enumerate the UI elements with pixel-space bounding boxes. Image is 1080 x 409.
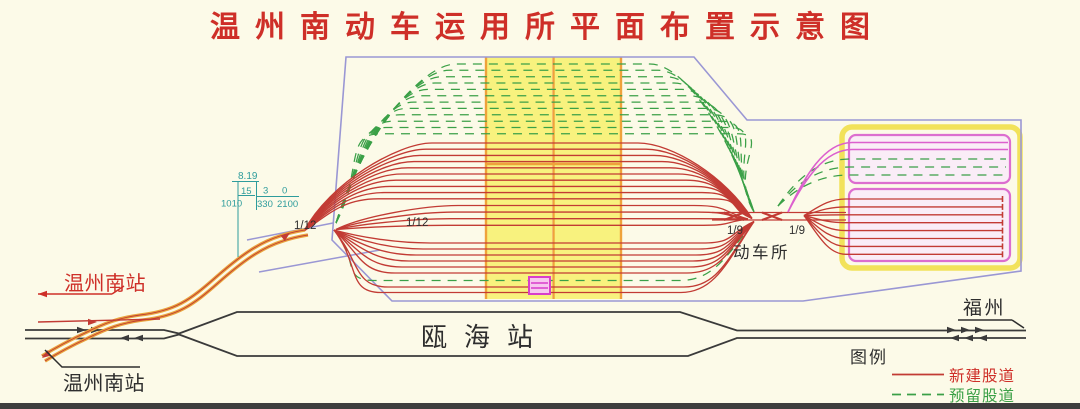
track	[335, 218, 749, 231]
track	[803, 214, 1002, 232]
length-3: 2100	[277, 199, 298, 210]
track	[303, 148, 753, 232]
track	[803, 206, 1002, 217]
wenzhou-south-label-red: 温州南站	[64, 272, 146, 295]
turnout-1-9-b: 1/9	[789, 225, 805, 237]
track	[333, 221, 755, 282]
track	[803, 215, 1002, 248]
gradient-elevation: 8.19	[238, 171, 258, 182]
bottom-border	[0, 403, 1080, 409]
track	[303, 160, 753, 232]
turnout-1-12-b: 1/12	[406, 217, 428, 229]
arrow-left-icon	[950, 334, 959, 342]
connection-line	[37, 318, 161, 323]
arrow-left-icon	[134, 334, 143, 342]
right-yard-buildings	[839, 124, 1023, 271]
track	[303, 198, 753, 232]
turnout-1-12-a: 1/12	[294, 220, 316, 232]
legend: 图例 新建股道 预留股道	[850, 348, 1015, 405]
arrow-left-icon	[120, 334, 129, 342]
wenzhou-south-black-leader	[44, 349, 140, 368]
shed-band-2	[554, 57, 622, 299]
track	[333, 220, 755, 256]
track	[777, 166, 1006, 207]
shed-band-1	[486, 57, 552, 299]
track	[303, 173, 753, 232]
ouhai-station-label: 瓯海站	[421, 322, 550, 352]
diagram-title: 温州南动车运用所平面布置示意图	[210, 11, 885, 44]
track	[335, 133, 755, 224]
track	[335, 107, 755, 224]
approach-track-1-core	[41, 229, 306, 357]
track	[335, 120, 755, 224]
grade-3: 0	[282, 186, 287, 197]
fuzhou-label: 福州	[963, 297, 1006, 319]
length-1: 1010	[221, 199, 242, 210]
legend-reserved-track-label: 预留股道	[949, 387, 1015, 405]
approach-track-2-core	[44, 234, 309, 362]
arrow-right-icon	[975, 326, 984, 334]
track-direction-arrow	[280, 232, 290, 241]
approach-track	[37, 228, 309, 363]
track-end-arrow	[42, 350, 52, 358]
track	[303, 179, 753, 232]
small-building	[528, 276, 551, 295]
legend-heading: 图例	[850, 348, 888, 367]
track	[803, 214, 1002, 240]
track	[761, 211, 783, 222]
grade-1: 15	[241, 186, 252, 197]
wenzhou-south-red-arrow	[38, 290, 47, 298]
track	[333, 221, 755, 274]
track	[333, 220, 755, 250]
track	[333, 220, 755, 244]
track	[803, 214, 1002, 217]
turnout-1-9-a: 1/9	[727, 225, 743, 237]
track	[335, 114, 755, 224]
arrow-right-icon	[961, 326, 970, 334]
track	[803, 198, 1002, 217]
track	[777, 174, 1006, 207]
track	[303, 142, 753, 232]
track	[723, 211, 745, 222]
gradient-table: 8.19 15 3 0 1010 330 2100	[221, 171, 299, 257]
right-yard-tracks	[777, 141, 1008, 258]
main-line-down	[25, 333, 1026, 357]
track	[333, 220, 755, 262]
depot-label: 动车所	[733, 243, 790, 262]
depot-shed-highlights	[484, 57, 623, 299]
track	[803, 214, 1002, 224]
labels: 温州南站 温州南站 瓯海站 福州 动车所 1/12 1/12 1/9 1/9	[38, 217, 1025, 395]
track	[303, 154, 753, 232]
storage-tracks-upper	[303, 142, 753, 232]
small-building-box	[528, 276, 551, 295]
track	[787, 148, 1008, 213]
track	[803, 215, 1002, 255]
track	[335, 101, 755, 224]
shed-column-lines	[484, 57, 623, 299]
legend-new-track-label: 新建股道	[949, 367, 1015, 385]
main-line-up	[25, 311, 1026, 335]
gradient-table-lines	[232, 181, 299, 257]
fuzhou-leader	[958, 319, 1025, 329]
arrow-right-icon	[947, 326, 956, 334]
track	[335, 69, 755, 224]
right-yard-lower-hall	[847, 187, 1012, 263]
boundary-polygon	[331, 56, 1022, 302]
arrow-left-icon	[964, 334, 973, 342]
length-2: 330	[257, 199, 273, 210]
red-arrow-right	[88, 318, 97, 326]
track	[335, 218, 749, 231]
arrow-right-icon	[77, 326, 86, 334]
right-yard-outline	[839, 124, 1023, 271]
wenzhou-south-red-leader	[38, 285, 125, 295]
track	[303, 167, 753, 232]
track	[333, 221, 755, 268]
track	[335, 204, 749, 231]
approach-track-2	[44, 233, 309, 363]
arrow-left-icon	[978, 334, 987, 342]
small-building-lines	[531, 282, 548, 289]
wenzhou-south-label-black: 温州南站	[63, 372, 145, 395]
grade-2: 3	[263, 186, 268, 197]
